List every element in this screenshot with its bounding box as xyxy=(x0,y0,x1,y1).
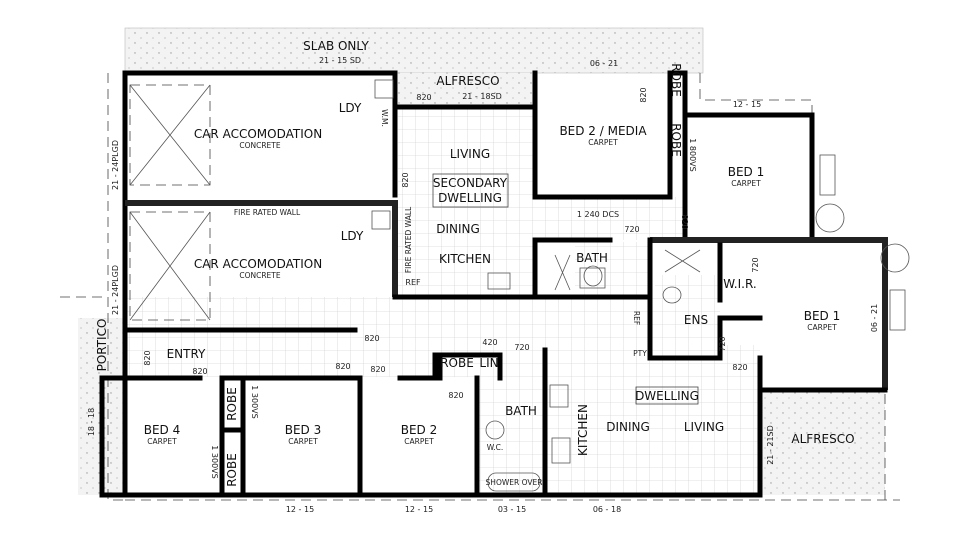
wir-label: W.I.R. xyxy=(723,277,756,291)
portico-dim: 18 - 18 xyxy=(87,408,96,436)
dcs-1240-label: 1 240 DCS xyxy=(577,210,619,219)
vs-1300-a: 1 300VS xyxy=(250,385,259,418)
garage-outline xyxy=(129,84,701,321)
door-dim: 720 xyxy=(624,225,639,234)
door-dim: 720 xyxy=(751,257,760,272)
dwelling-floor-b xyxy=(545,358,760,495)
garage-2-dim: 21 - 24PLGD xyxy=(111,265,120,315)
door-dim: 720 xyxy=(514,343,529,352)
bed2-media-dim: 06 - 21 xyxy=(590,59,618,68)
laundry-2-label: LDY xyxy=(341,229,364,243)
garage-1-label: CAR ACCOMODATION xyxy=(194,127,322,141)
vs-1300-b: 1 300VS xyxy=(210,445,219,478)
door-dim: 820 xyxy=(370,365,385,374)
dwelling-dining-label: DINING xyxy=(606,420,650,434)
robe-bed3: ROBE xyxy=(225,387,239,421)
robe-bed4: ROBE xyxy=(225,453,239,487)
door-dim: 820 xyxy=(335,362,350,371)
dwelling-living-label: LIVING xyxy=(684,420,724,434)
dwelling-dim: 06 - 18 xyxy=(593,505,621,514)
bed4-sub: CARPET xyxy=(147,437,177,446)
bed1-upper-dim: 12 - 15 xyxy=(733,100,761,109)
wc-label: W.C. xyxy=(487,443,504,452)
secondary-dining-label: DINING xyxy=(436,222,480,236)
bath-upper-label: BATH xyxy=(576,251,608,265)
alfresco-bottom-label: ALFRESCO xyxy=(791,432,854,446)
door-dim: 820 xyxy=(680,214,689,229)
robe-upper-1: ROBE xyxy=(669,63,683,97)
vs-1800-label: 1 800VS xyxy=(688,138,697,171)
secondary-dwelling-floor xyxy=(398,107,535,297)
dwelling-title: DWELLING xyxy=(635,389,699,403)
bed2-label: BED 2 xyxy=(401,423,438,437)
bed1-upper-sub: CARPET xyxy=(731,179,761,188)
ens-label: ENS xyxy=(684,313,708,327)
robe-bed2: ROBE xyxy=(440,356,474,370)
robe-upper-2: ROBE xyxy=(669,123,683,157)
garage-1-dim: 21 - 24PLGD xyxy=(111,140,120,190)
alfresco-top-dim: 21 - 18SD xyxy=(462,92,502,101)
bed3-sub: CARPET xyxy=(288,437,318,446)
secondary-ref-label: REF xyxy=(405,278,421,287)
washing-machine-label: W.M. xyxy=(380,109,389,127)
bed2-media-label: BED 2 / MEDIA xyxy=(559,124,647,138)
bed2-dim: 12 - 15 xyxy=(405,505,433,514)
alfresco-bottom-area xyxy=(760,390,885,495)
fire-rated-wall-vertical-label: FIRE RATED WALL xyxy=(404,206,413,273)
entry-label: ENTRY xyxy=(167,347,206,361)
door-dim: 820 xyxy=(416,93,431,102)
ref-2-label: REF xyxy=(632,311,641,325)
door-dim: 420 xyxy=(482,338,497,347)
shower-over-label: SHOWER OVER xyxy=(486,478,543,487)
bed2-media-sub: CARPET xyxy=(588,138,618,147)
bed1-upper-label: BED 1 xyxy=(728,165,765,179)
alfresco-top-area xyxy=(398,73,535,106)
bed1-lower-dim: 06 - 21 xyxy=(870,304,879,332)
door-dim: 820 xyxy=(401,172,410,187)
bed2-sub: CARPET xyxy=(404,437,434,446)
walls xyxy=(99,70,888,498)
door-dim: 820 xyxy=(448,391,463,400)
dwelling-kitchen-label: KITCHEN xyxy=(576,404,590,456)
garage-2-label: CAR ACCOMODATION xyxy=(194,257,322,271)
door-dim: 820 xyxy=(732,363,747,372)
door-dim: 820 xyxy=(639,87,648,102)
portico-label: PORTICO xyxy=(95,319,109,372)
door-dim: 820 xyxy=(143,350,152,365)
secondary-dwelling-title-2: DWELLING xyxy=(438,191,502,205)
bed4-label: BED 4 xyxy=(144,423,181,437)
bath-lower-dim: 03 - 15 xyxy=(498,505,526,514)
secondary-dwelling-box xyxy=(432,173,509,208)
door-dim: 820 xyxy=(192,367,207,376)
pantry-label: PTY xyxy=(633,349,647,358)
linen-label: LIN xyxy=(479,356,498,370)
bed3-label: BED 3 xyxy=(285,423,322,437)
alfresco-bottom-dim: 21 - 21SD xyxy=(766,425,775,465)
slab-dim: 21 - 15 SD xyxy=(319,56,361,65)
secondary-living-label: LIVING xyxy=(450,147,490,161)
garage-1-sub: CONCRETE xyxy=(239,141,281,150)
dwelling-box xyxy=(635,386,699,405)
slab-label: SLAB ONLY xyxy=(303,39,369,53)
secondary-kitchen-label: KITCHEN xyxy=(439,252,491,266)
bath-lower-label: BATH xyxy=(505,404,537,418)
alfresco-top-label: ALFRESCO xyxy=(436,74,499,88)
door-dim: 720 xyxy=(718,336,727,351)
fixtures xyxy=(371,79,910,492)
secondary-dwelling-title-1: SECONDARY xyxy=(433,176,508,190)
bed1-lower-sub: CARPET xyxy=(807,323,837,332)
fire-rated-wall-label: FIRE RATED WALL xyxy=(234,208,301,217)
secondary-floor-b xyxy=(535,197,685,240)
bed3-dim: 12 - 15 xyxy=(286,505,314,514)
door-dim: 820 xyxy=(364,334,379,343)
garage-2-sub: CONCRETE xyxy=(239,271,281,280)
laundry-1-label: LDY xyxy=(339,101,362,115)
slab-area xyxy=(124,27,704,74)
bed1-lower-label: BED 1 xyxy=(804,309,841,323)
